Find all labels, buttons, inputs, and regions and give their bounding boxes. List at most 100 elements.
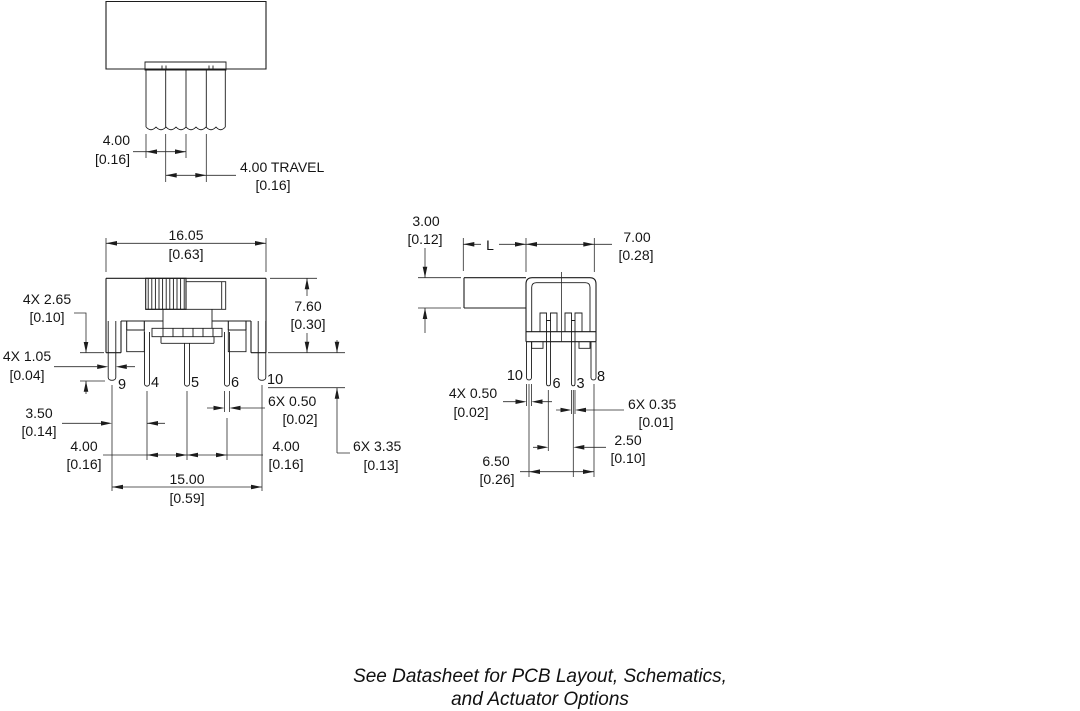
arrowhead (175, 149, 186, 154)
top-dim-knob-in: [0.16] (95, 151, 130, 167)
front-dim-span-lines (112, 385, 263, 491)
side-pin-label-3: 3 (577, 376, 585, 392)
front-bracket-right (227, 329, 247, 353)
front-bracket-left (126, 329, 145, 353)
arrowhead (112, 484, 123, 490)
front-pin-label-10: 10 (267, 372, 283, 388)
front-slot (145, 281, 227, 310)
front-dim-width-lines (105, 238, 267, 272)
side-dim-post-span-mm: 6.50 (482, 453, 509, 469)
front-dim-first-pitch-in: [0.14] (21, 423, 56, 439)
side-view: 10 6 3 8 3.00 [0.12] L 7.00 [0.28] 4X 0.… (407, 213, 676, 487)
front-dim-pitch-left-mm: 4.00 (70, 438, 97, 454)
side-dim-depth-mm: 7.00 (623, 229, 650, 245)
side-post-10 (526, 341, 532, 381)
front-dim-post-width-mm: 4X 1.05 (3, 348, 51, 364)
side-post-8 (590, 341, 597, 381)
front-pin-4 (144, 332, 150, 387)
side-pin-label-6: 6 (553, 376, 561, 392)
top-dim-knob-lines (133, 134, 187, 158)
front-dim-pin-width-mm: 6X 0.50 (268, 393, 316, 409)
arrowhead (304, 278, 310, 290)
top-dim-travel-in: [0.16] (255, 177, 290, 193)
footer-note: See Datasheet for PCB Layout, Schematics… (353, 666, 727, 710)
front-dim-pitch-lines (103, 391, 263, 460)
arrowhead (147, 421, 158, 426)
top-dim-travel-mm: 4.00 TRAVEL (240, 159, 325, 175)
front-post-9 (107, 321, 117, 381)
front-dim-span-mm: 15.00 (169, 471, 204, 487)
side-dim-pin-thickness-mm: 6X 0.35 (628, 396, 676, 412)
front-dim-width-in: [0.63] (168, 246, 203, 262)
side-dim-post-thickness-in: [0.02] (453, 404, 488, 420)
arrowhead (526, 242, 537, 247)
top-view-break-line (145, 126, 226, 131)
note-line-1: See Datasheet for PCB Layout, Schematics… (353, 666, 727, 687)
front-dim-span-in: [0.59] (169, 490, 204, 506)
side-dim-actuator-height-in: [0.12] (407, 231, 442, 247)
arrowhead (83, 381, 89, 392)
arrowhead (187, 452, 198, 458)
side-body-outline (525, 277, 597, 343)
arrowhead (515, 399, 527, 404)
arrowhead (146, 149, 157, 154)
side-dim-pin-thickness-in: [0.01] (638, 414, 673, 430)
arrowhead (101, 421, 112, 426)
side-dim-post-thickness-lines (503, 384, 552, 406)
side-dim-post-thickness-mm: 4X 0.50 (449, 385, 497, 401)
side-dim-L-depth-lines (462, 238, 612, 272)
front-dim-post-length-in: [0.10] (29, 309, 64, 325)
arrowhead (463, 242, 475, 247)
top-view-actuator-plate (144, 61, 227, 71)
front-dim-height-lines (268, 277, 345, 354)
front-dim-height-mm: 7.60 (294, 298, 321, 314)
front-pin-6 (224, 332, 230, 387)
arrowhead (147, 452, 158, 458)
note-line-2: and Actuator Options (451, 689, 629, 710)
top-view-actuator-stem (145, 70, 226, 127)
arrowhead (422, 308, 428, 319)
front-dim-pin-width-lines (207, 391, 265, 412)
arrowhead (83, 342, 89, 353)
arrowhead (115, 364, 127, 369)
side-dim-actuator-height-mm: 3.00 (412, 213, 439, 229)
front-pin-label-9: 9 (118, 377, 126, 393)
arrowhead (106, 241, 117, 246)
front-dim-post-width-in: [0.04] (9, 367, 44, 383)
front-pin-label-6: 6 (231, 375, 239, 391)
arrowhead (515, 242, 526, 247)
arrowhead (216, 452, 227, 458)
side-dim-pin-pitch-lines (533, 390, 606, 477)
front-dim-pin-width-in: [0.02] (282, 411, 317, 427)
arrowhead (583, 242, 595, 247)
arrowhead (560, 407, 572, 413)
front-dim-first-pitch-mm: 3.50 (25, 405, 52, 421)
arrowhead (213, 405, 225, 411)
arrowhead (422, 266, 428, 278)
arrowhead (165, 173, 177, 178)
side-dim-post-span-in: [0.26] (479, 471, 514, 487)
arrowhead (176, 452, 187, 458)
arrowhead (537, 445, 549, 450)
side-actuator-bar (463, 277, 526, 309)
front-dim-height-in: [0.30] (290, 316, 325, 332)
top-view: 4.00 [0.16] 4.00 TRAVEL [0.16] (95, 0, 325, 193)
side-pin-3 (571, 320, 576, 387)
front-dim-post-length-lines (74, 312, 105, 394)
top-view-body-outline (105, 0, 267, 70)
front-dim-width-mm: 16.05 (168, 227, 203, 243)
arrowhead (573, 445, 585, 450)
side-dim-pin-pitch-mm: 2.50 (614, 432, 641, 448)
front-post-10 (257, 321, 267, 381)
front-dim-pin-length-mm: 6X 3.35 (353, 438, 401, 454)
side-dim-pin-pitch-in: [0.10] (610, 450, 645, 466)
arrowhead (97, 364, 109, 369)
side-pin-label-8: 8 (597, 369, 605, 385)
arrowhead (251, 484, 262, 490)
side-terminal-towers (539, 312, 583, 332)
arrowhead (575, 407, 586, 413)
side-pin-6 (546, 320, 551, 387)
front-pin-5 (184, 343, 190, 387)
